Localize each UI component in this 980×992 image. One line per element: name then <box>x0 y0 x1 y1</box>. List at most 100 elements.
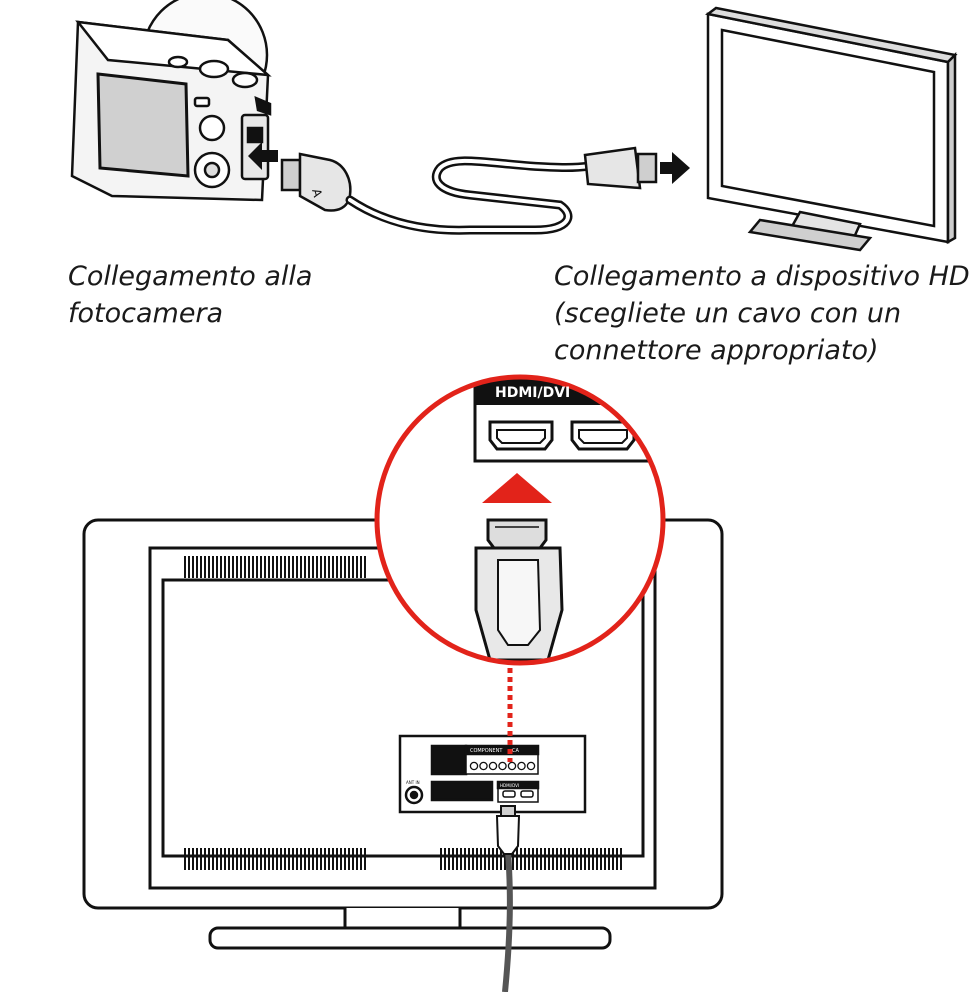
vent-slat <box>264 556 266 578</box>
vent-slat <box>324 848 326 870</box>
hdmi-port-1 <box>502 790 516 798</box>
vent-slat <box>244 848 246 870</box>
hdmi-port-large-1 <box>488 420 554 451</box>
vent-slat <box>504 848 506 870</box>
vent-slat <box>224 848 226 870</box>
vent-slat <box>292 556 294 578</box>
vent-slat <box>540 848 542 870</box>
vent-slat <box>460 848 462 870</box>
av-label: CA <box>512 748 519 754</box>
vent-slat <box>524 848 526 870</box>
hdmi-plug-icon-tv <box>495 805 521 855</box>
vent-slat <box>596 848 598 870</box>
vent-slat <box>456 848 458 870</box>
vent-slat <box>196 848 198 870</box>
vent-slat <box>320 848 322 870</box>
vent-slat <box>532 848 534 870</box>
vent-slat <box>200 556 202 578</box>
vent-slat <box>264 848 266 870</box>
vent-slat <box>568 848 570 870</box>
vent-slat <box>188 556 190 578</box>
vent-slat <box>448 848 450 870</box>
vent-slat <box>328 556 330 578</box>
camera-caption: Collegamento alla fotocamera <box>68 258 368 332</box>
vent-slat <box>492 848 494 870</box>
vent-slat <box>472 848 474 870</box>
vent-slat <box>192 556 194 578</box>
rca-jack <box>479 761 488 771</box>
vent-slat <box>612 848 614 870</box>
rca-jacks <box>469 761 536 771</box>
zoom-callout-ring <box>374 374 666 666</box>
camera-caption-line1: Collegamento alla <box>68 261 313 292</box>
vent-slat <box>544 848 546 870</box>
vent-slat <box>256 848 258 870</box>
vent-slat <box>336 848 338 870</box>
cable-bottom <box>502 849 513 992</box>
vent-slat <box>284 848 286 870</box>
vent-slat <box>352 848 354 870</box>
vent-slat <box>248 556 250 578</box>
vent-slat <box>324 556 326 578</box>
vent-slat <box>572 848 574 870</box>
vent-slat <box>196 556 198 578</box>
vent-slat <box>512 848 514 870</box>
vent-slat <box>184 848 186 870</box>
vent-slat <box>360 848 362 870</box>
vent-slat <box>360 556 362 578</box>
vent-slat <box>548 848 550 870</box>
vent-slat <box>488 848 490 870</box>
vent-slat <box>220 848 222 870</box>
vent-slat <box>576 848 578 870</box>
vent-slat <box>288 556 290 578</box>
vent-slat <box>260 848 262 870</box>
vent-slat <box>356 556 358 578</box>
vent-slat <box>244 556 246 578</box>
vent-slat <box>308 848 310 870</box>
vent-slat <box>580 848 582 870</box>
vent-slat <box>520 848 522 870</box>
vent-slat <box>248 848 250 870</box>
monitor-icon <box>705 6 958 252</box>
vent-slat <box>336 556 338 578</box>
vent-slat <box>228 556 230 578</box>
vent-slat <box>272 556 274 578</box>
rca-jack <box>507 761 517 771</box>
vent-slat <box>608 848 610 870</box>
rca-jack <box>517 761 526 771</box>
hd-caption: Collegamento a dispositivo HD (scegliete… <box>554 258 974 369</box>
vent-slat <box>484 848 486 870</box>
vent-slat <box>332 556 334 578</box>
tv-port-panel <box>398 734 587 814</box>
vent-slat <box>308 556 310 578</box>
arrow-up-icon <box>482 473 552 503</box>
vent-slat <box>236 556 238 578</box>
vent-slat <box>220 556 222 578</box>
vent-slat <box>296 556 298 578</box>
vent-slat <box>344 848 346 870</box>
vent-slat <box>556 848 558 870</box>
vent-slat <box>268 556 270 578</box>
vent-slat <box>232 556 234 578</box>
vent-slat <box>280 848 282 870</box>
vent-slat <box>272 848 274 870</box>
vent-slat <box>232 848 234 870</box>
hdmi-plug-icon: A <box>280 152 352 212</box>
vent-slat <box>276 848 278 870</box>
vent-slat <box>320 556 322 578</box>
vent-slat <box>500 848 502 870</box>
vent-slat <box>292 848 294 870</box>
rca-jack <box>498 761 507 771</box>
vent-slat <box>300 556 302 578</box>
vent-slat <box>364 848 366 870</box>
vent-slat <box>356 848 358 870</box>
small-hdmi-label: HDMI/DVI <box>500 783 519 788</box>
vent-slat <box>316 848 318 870</box>
vent-slat <box>496 848 498 870</box>
tv-vent-bottom <box>184 848 622 870</box>
vent-slat <box>304 556 306 578</box>
vent-slat <box>312 848 314 870</box>
vent-slat <box>224 556 226 578</box>
vent-slat <box>452 848 454 870</box>
vent-slat <box>240 556 242 578</box>
